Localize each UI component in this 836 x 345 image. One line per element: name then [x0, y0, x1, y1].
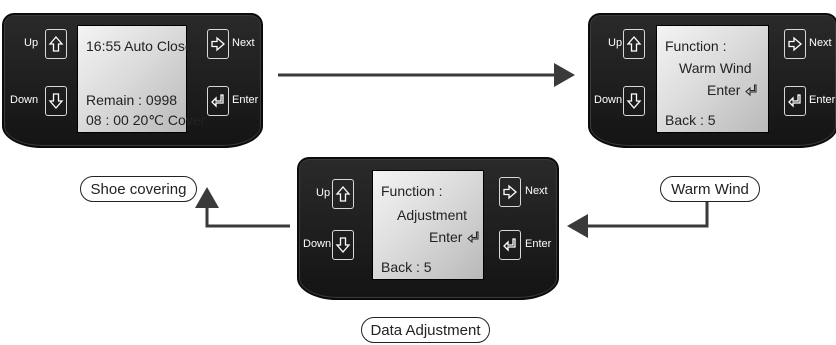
screen-line-1: Function : [381, 183, 443, 199]
screen-line-2: Remain : 0998 [86, 92, 178, 108]
down-button[interactable] [332, 230, 354, 260]
enter-return-icon [788, 94, 801, 108]
enter-label: Enter [809, 94, 836, 106]
up-button[interactable] [332, 179, 354, 209]
next-label: Next [525, 185, 548, 197]
next-button[interactable] [207, 29, 229, 59]
enter-return-icon [467, 231, 479, 244]
lcd-screen: Function : Warm Wind Enter Back : 5 [656, 25, 769, 133]
enter-button[interactable] [784, 86, 806, 116]
up-label: Up [24, 37, 39, 49]
enter-return-icon [745, 84, 757, 97]
up-button[interactable] [45, 29, 67, 59]
control-panel-warm-wind: Up Down Function : Warm Wind Enter Back … [588, 13, 836, 148]
screen-line-3: Enter [707, 82, 741, 98]
arrow-warm-to-adjustment [567, 201, 709, 238]
caption-shoe-covering: Shoe covering [80, 176, 197, 202]
control-panel-shoe-covering: Up Down 16:55 Auto Close Remain : 0998 0… [2, 13, 263, 148]
next-button[interactable] [499, 177, 521, 207]
screen-line-2: Warm Wind [679, 60, 752, 76]
next-arrow-icon [788, 36, 802, 52]
next-button[interactable] [784, 29, 806, 59]
down-arrow-icon [335, 237, 351, 253]
lcd-screen: 16:55 Auto Close Remain : 0998 08 : 00 2… [77, 25, 205, 133]
screen-line-2: Adjustment [397, 207, 468, 223]
screen-line-1: Function : [665, 38, 727, 54]
screen-line-1: 16:55 Auto Close [86, 38, 193, 54]
screen-line-4: Back : 5 [665, 112, 716, 128]
next-label: Next [232, 37, 255, 49]
enter-label: Enter [525, 238, 552, 250]
up-arrow-icon [335, 186, 351, 202]
next-label: Next [809, 37, 832, 49]
up-arrow-icon [626, 36, 642, 52]
down-label: Down [10, 94, 39, 106]
enter-return-icon [503, 238, 516, 252]
down-button[interactable] [623, 86, 645, 116]
caption-warm-wind: Warm Wind [660, 176, 760, 202]
lcd-screen: Function : Adjustment Enter Back : 5 [372, 170, 484, 280]
enter-button[interactable] [207, 86, 229, 116]
down-button[interactable] [45, 86, 67, 116]
arrow-adjustment-to-shoe [195, 187, 290, 228]
screen-line-4: Back : 5 [381, 259, 432, 275]
up-arrow-icon [48, 36, 64, 52]
next-arrow-icon [211, 36, 225, 52]
screen-line-3: Enter [429, 229, 463, 245]
enter-button[interactable] [499, 230, 521, 260]
down-label: Down [303, 238, 332, 250]
up-button[interactable] [623, 29, 645, 59]
control-panel-data-adjustment: Up Down Function : Adjustment Enter Back… [297, 157, 559, 300]
enter-return-icon [211, 94, 224, 108]
down-label: Down [594, 94, 623, 106]
next-arrow-icon [503, 184, 517, 200]
screen-line-3: 08 : 00 20℃ Cover [86, 112, 206, 128]
enter-label: Enter [232, 94, 259, 106]
down-arrow-icon [626, 93, 642, 109]
caption-data-adjustment: Data Adjustment [361, 317, 490, 343]
up-label: Up [316, 187, 331, 199]
down-arrow-icon [48, 93, 64, 109]
up-label: Up [608, 37, 623, 49]
